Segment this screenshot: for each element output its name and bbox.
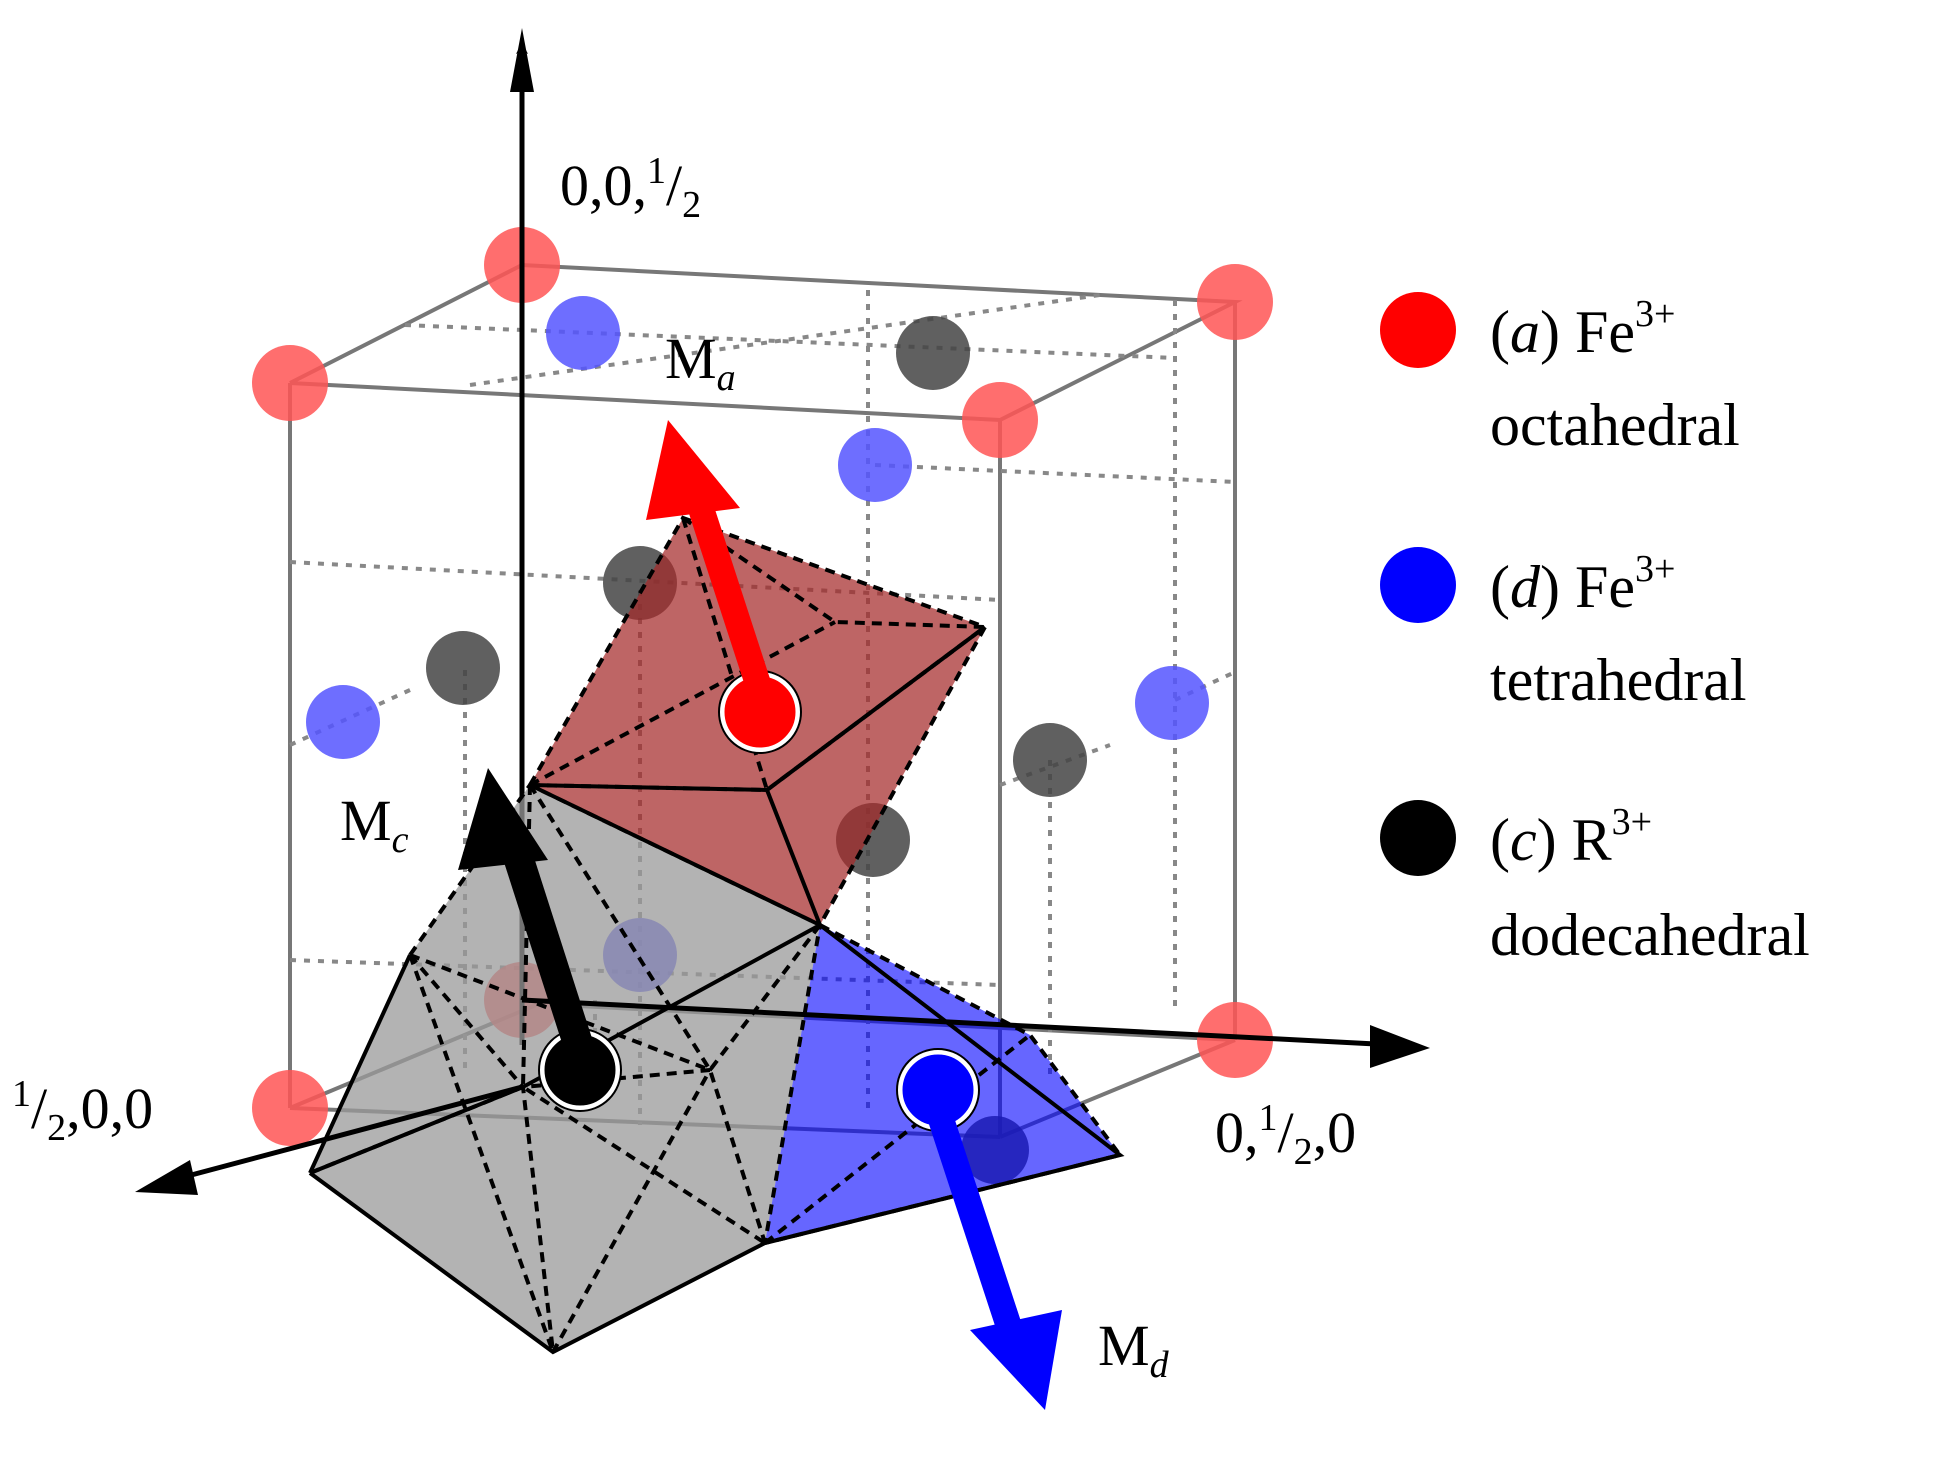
moment-label-a: Ma [665, 326, 736, 399]
x-axis-arrowhead [135, 1160, 198, 1195]
x-axis-label: 1/2,0,0 [12, 1073, 153, 1149]
svg-text:octahedral: octahedral [1490, 392, 1740, 458]
atom-a-site [962, 382, 1038, 458]
svg-text:(a) Fe3+: (a) Fe3+ [1490, 293, 1675, 365]
svg-text:(c) R3+: (c) R3+ [1490, 801, 1652, 873]
moment-arrow-a [646, 420, 773, 695]
atom-d-site [546, 296, 620, 370]
y-axis-arrowhead [1370, 1025, 1430, 1068]
legend-swatch-c [1380, 800, 1456, 876]
atom-d-site [838, 428, 912, 502]
svg-text:tetrahedral: tetrahedral [1490, 647, 1747, 713]
atom-a-site [1197, 1002, 1273, 1078]
y-axis-label: 0,1/2,0 [1215, 1097, 1356, 1173]
svg-text:(d) Fe3+: (d) Fe3+ [1490, 548, 1675, 620]
atom-c-site [896, 316, 970, 390]
atom-d-site [1135, 666, 1209, 740]
moment-label-d: Md [1098, 1313, 1170, 1386]
atom-a-site [252, 1070, 328, 1146]
svg-text:dodecahedral: dodecahedral [1490, 902, 1810, 968]
x-axis [164, 1084, 523, 1185]
legend-item-a: (a) Fe3+ octahedral [1380, 292, 1740, 458]
legend: (a) Fe3+ octahedral (d) Fe3+ tetrahedral… [1380, 292, 1810, 968]
legend-swatch-d [1380, 547, 1456, 623]
moment-arrow-d [925, 1105, 1062, 1410]
moment-arrow-c [458, 768, 595, 1055]
atom-a-site [1197, 264, 1273, 340]
legend-item-d: (d) Fe3+ tetrahedral [1380, 547, 1747, 713]
legend-item-c: (c) R3+ dodecahedral [1380, 800, 1810, 968]
moment-label-c: Mc [340, 788, 409, 861]
atom-a-site [252, 345, 328, 421]
atom-c-site [1013, 723, 1087, 797]
z-axis-arrowhead [510, 28, 534, 92]
atom-d-site [306, 685, 380, 759]
atom-c-site [426, 631, 500, 705]
legend-swatch-a [1380, 292, 1456, 368]
z-axis-label: 0,0,1/2 [560, 150, 701, 226]
y-axis [521, 997, 1396, 1048]
